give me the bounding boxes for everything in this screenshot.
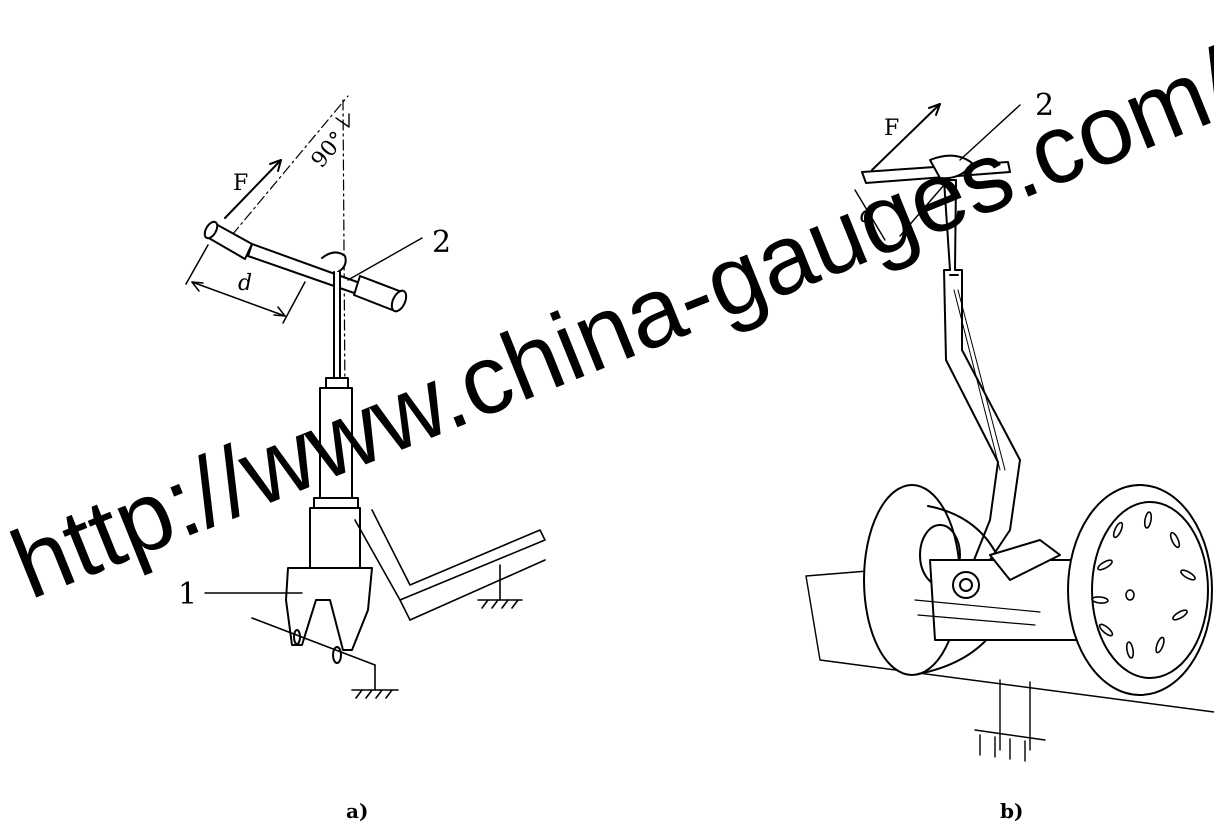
force-arrow-a bbox=[224, 159, 282, 219]
steering-column bbox=[943, 179, 1021, 561]
caption-a: a) bbox=[346, 799, 368, 823]
angle-label: 90° bbox=[307, 127, 351, 173]
force-arrowhead-a bbox=[269, 159, 282, 172]
force-label-a: F bbox=[233, 171, 248, 196]
base-linkage bbox=[251, 617, 399, 699]
part2-label-b: 2 bbox=[1035, 88, 1054, 123]
distance-label-a: d bbox=[238, 271, 252, 296]
right-angle-mark bbox=[335, 113, 350, 128]
leader-line-2-a bbox=[347, 237, 423, 281]
shaft-assembly bbox=[309, 271, 361, 569]
figure-a bbox=[185, 95, 546, 699]
chassis bbox=[914, 539, 1091, 641]
part2-label-a: 2 bbox=[432, 225, 451, 260]
force-arrow-b bbox=[871, 103, 941, 171]
t-handle bbox=[203, 220, 408, 313]
lever-arm bbox=[354, 509, 546, 621]
handlebar bbox=[854, 154, 1011, 241]
fork-part-1 bbox=[285, 567, 373, 664]
leader-line-2-b bbox=[959, 104, 1021, 161]
part1-label: 1 bbox=[178, 577, 197, 612]
right-wheel bbox=[1067, 484, 1213, 696]
force-label-b: F bbox=[884, 116, 899, 141]
figure-b bbox=[805, 103, 1214, 762]
reference-lines bbox=[231, 95, 349, 401]
force-arrowhead-b bbox=[928, 103, 941, 116]
caption-b: b) bbox=[1000, 799, 1023, 823]
wheel-slots bbox=[1091, 511, 1196, 659]
dimension-d-a bbox=[185, 244, 306, 324]
distance-label-b: d bbox=[860, 203, 874, 228]
